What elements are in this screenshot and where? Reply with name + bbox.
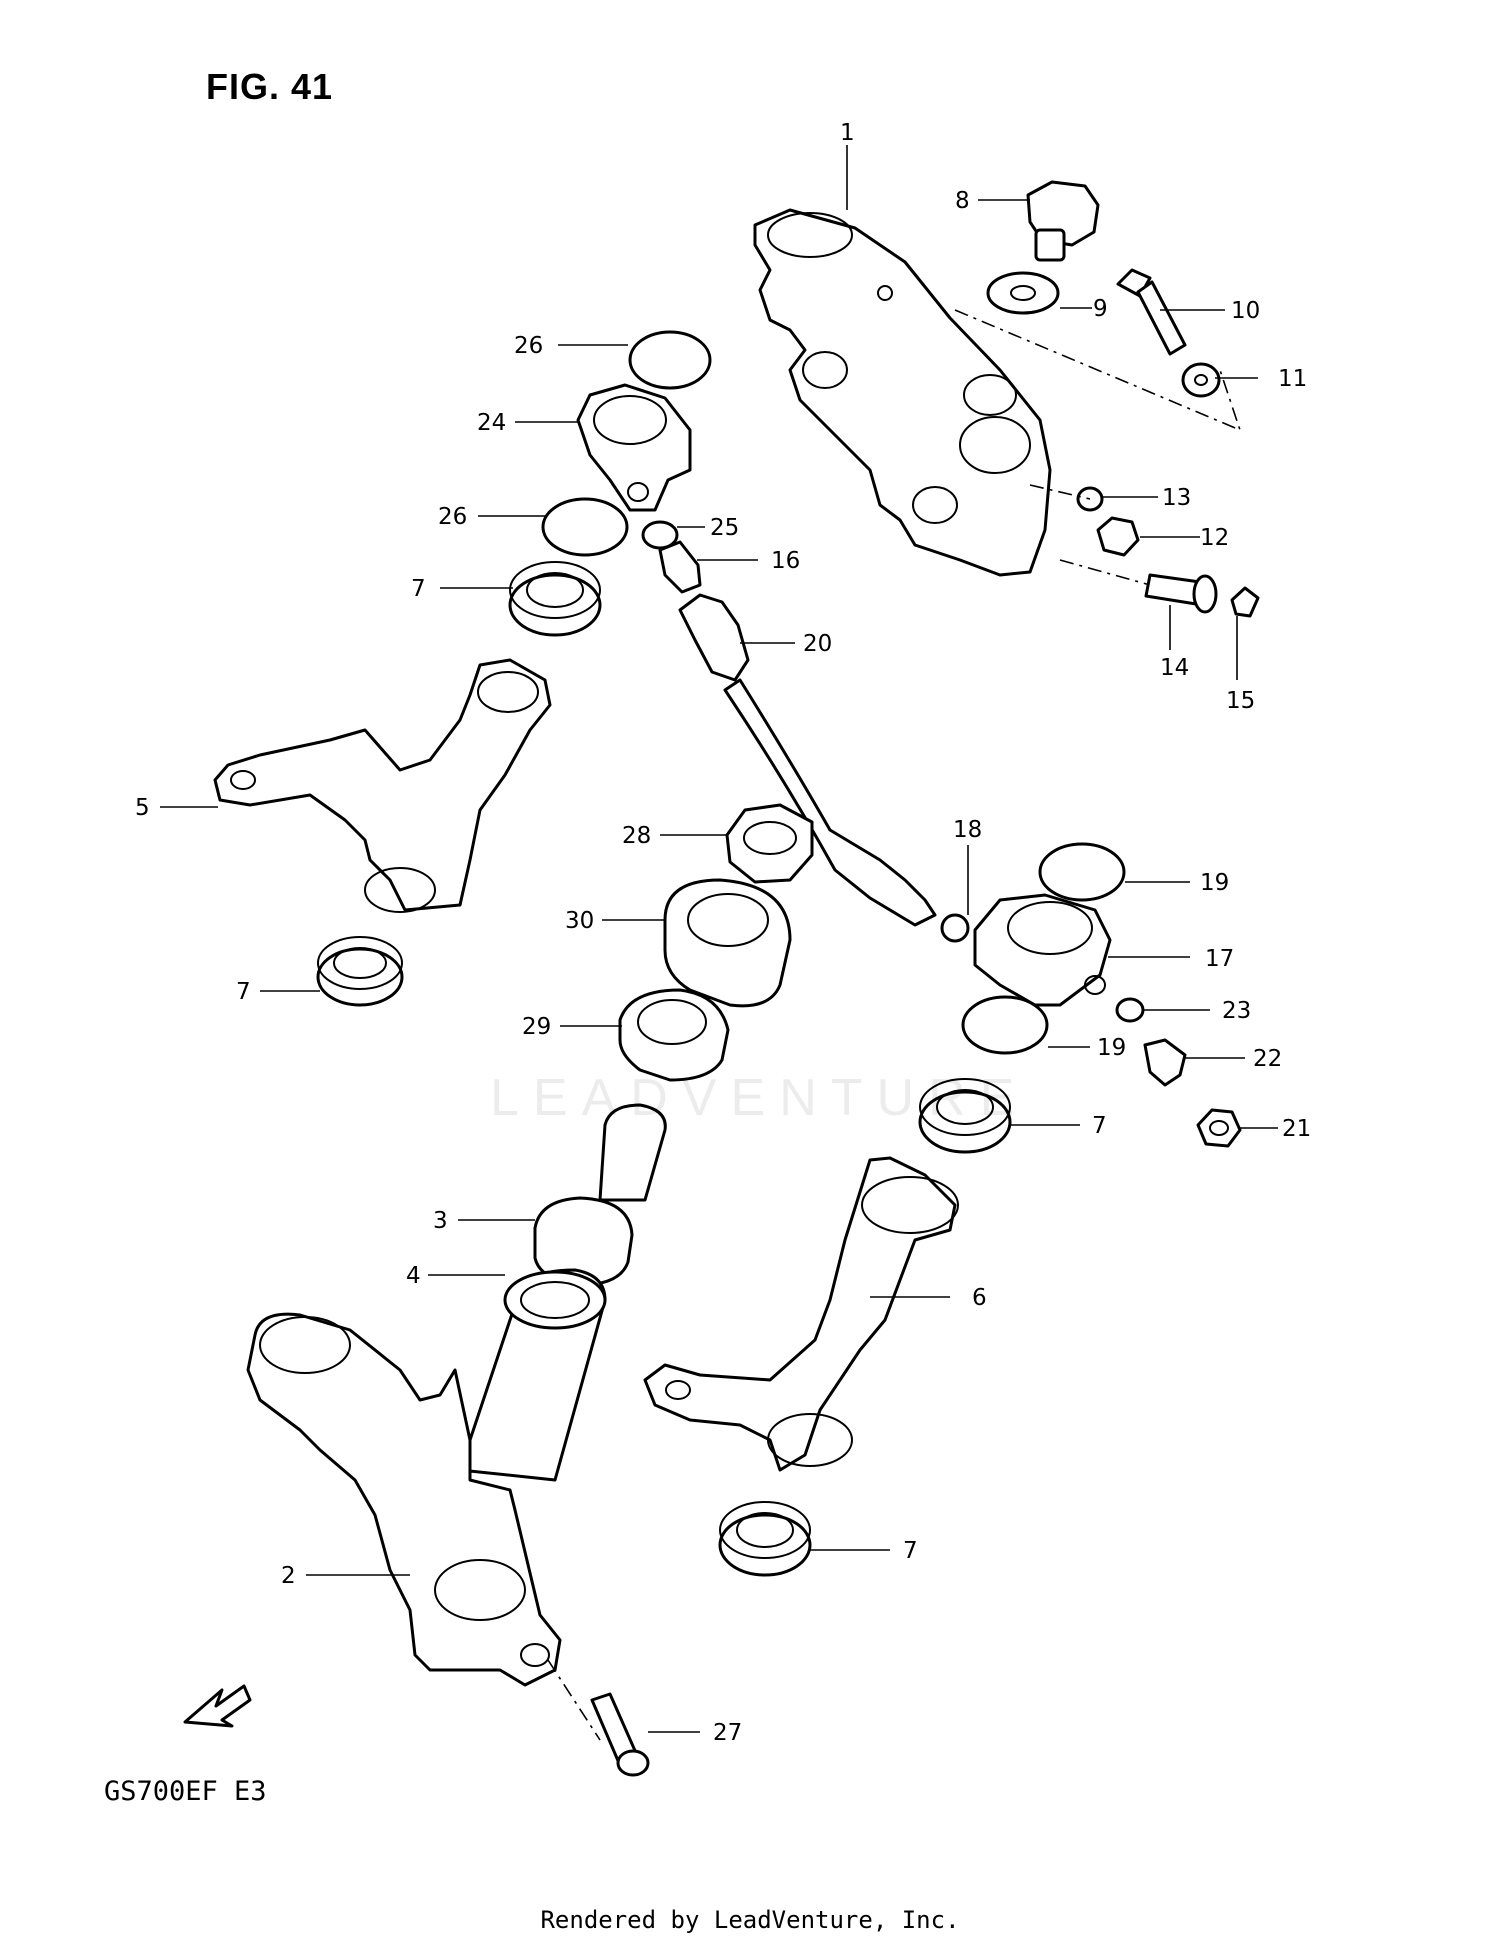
callout-30: 30 bbox=[565, 908, 594, 934]
callout-10: 10 bbox=[1231, 298, 1260, 324]
callout-25: 25 bbox=[710, 515, 739, 541]
part-9-washer bbox=[986, 271, 1060, 315]
callout-29: 29 bbox=[522, 1014, 551, 1040]
callout-17: 17 bbox=[1205, 946, 1234, 972]
part-17-holder bbox=[973, 893, 1112, 1007]
watermark-text: LEADVENTURE bbox=[490, 1069, 1029, 1127]
part-2-lower-bracket bbox=[246, 1312, 562, 1687]
part-6-right-bracket bbox=[643, 1156, 959, 1472]
leader-lines bbox=[160, 145, 1278, 1733]
part-7-bushing-right bbox=[918, 1078, 1012, 1154]
fwd-arrow-icon bbox=[183, 1684, 252, 1728]
part-4-bearing-race bbox=[503, 1270, 607, 1330]
part-23-oring bbox=[1115, 997, 1145, 1023]
callout-11: 11 bbox=[1278, 366, 1307, 392]
callout-7c: 7 bbox=[1092, 1113, 1107, 1139]
callout-13: 13 bbox=[1162, 485, 1191, 511]
part-19-oring-top bbox=[1038, 842, 1126, 902]
callout-24: 24 bbox=[477, 410, 506, 436]
callout-9: 9 bbox=[1093, 296, 1108, 322]
part-1-upper-bracket bbox=[753, 208, 1052, 577]
part-8-bolt bbox=[1026, 180, 1100, 262]
callout-5: 5 bbox=[135, 795, 150, 821]
callout-1: 1 bbox=[840, 120, 855, 146]
callout-18: 18 bbox=[953, 817, 982, 843]
model-code: GS700EF E3 bbox=[104, 1776, 267, 1807]
part-19-oring-lower bbox=[961, 995, 1049, 1055]
part-21-nut bbox=[1196, 1108, 1242, 1148]
part-10-bolt bbox=[1116, 268, 1187, 356]
callout-26a: 26 bbox=[514, 333, 543, 359]
callout-20: 20 bbox=[803, 631, 832, 657]
part-20-brake-hose bbox=[678, 593, 937, 927]
callout-7b: 7 bbox=[236, 979, 251, 1005]
callout-15: 15 bbox=[1226, 688, 1255, 714]
part-26-oring-lower bbox=[541, 497, 629, 557]
callout-2: 2 bbox=[281, 1563, 296, 1589]
part-7-bushing-top bbox=[508, 561, 602, 637]
callout-6: 6 bbox=[972, 1285, 987, 1311]
callout-19a: 19 bbox=[1200, 870, 1229, 896]
part-25-oring bbox=[641, 520, 679, 550]
callout-4: 4 bbox=[406, 1263, 421, 1289]
part-24-holder bbox=[576, 383, 692, 512]
callout-21: 21 bbox=[1282, 1116, 1311, 1142]
part-15-clip bbox=[1230, 586, 1260, 618]
part-28-nut bbox=[725, 803, 814, 884]
callout-19b: 19 bbox=[1097, 1035, 1126, 1061]
part-26-oring-top bbox=[628, 330, 712, 390]
figure-title: FIG. 41 bbox=[206, 66, 334, 107]
part-7-bushing-left bbox=[316, 936, 404, 1007]
part-16-fitting bbox=[658, 540, 702, 594]
part-7-bushing-bottom bbox=[718, 1501, 812, 1577]
callout-14: 14 bbox=[1160, 655, 1189, 681]
callout-16: 16 bbox=[771, 548, 800, 574]
part-29-bearing bbox=[618, 988, 730, 1082]
callout-22: 22 bbox=[1253, 1046, 1282, 1072]
callout-3: 3 bbox=[433, 1208, 448, 1234]
callout-7d: 7 bbox=[903, 1538, 918, 1564]
callout-12: 12 bbox=[1200, 525, 1229, 551]
part-11-washer bbox=[1181, 362, 1221, 398]
part-5-left-bracket bbox=[213, 658, 552, 913]
part-12-nut bbox=[1096, 516, 1140, 557]
callout-26b: 26 bbox=[438, 504, 467, 530]
part-18-oring bbox=[940, 913, 970, 943]
part-27-bolt bbox=[590, 1692, 650, 1777]
footer-credit: Rendered by LeadVenture, Inc. bbox=[540, 1906, 960, 1934]
part-22-fitting bbox=[1143, 1038, 1187, 1087]
callout-23: 23 bbox=[1222, 998, 1251, 1024]
callout-labels: 1 2 3 4 5 6 7 7 7 7 8 9 10 11 12 13 14 1… bbox=[135, 120, 1311, 1746]
callout-7a: 7 bbox=[411, 576, 426, 602]
callout-8: 8 bbox=[955, 188, 970, 214]
callout-28: 28 bbox=[622, 823, 651, 849]
callout-27: 27 bbox=[713, 1720, 742, 1746]
part-30-dust-seal bbox=[663, 878, 792, 1008]
part-14-bolt bbox=[1144, 573, 1218, 614]
